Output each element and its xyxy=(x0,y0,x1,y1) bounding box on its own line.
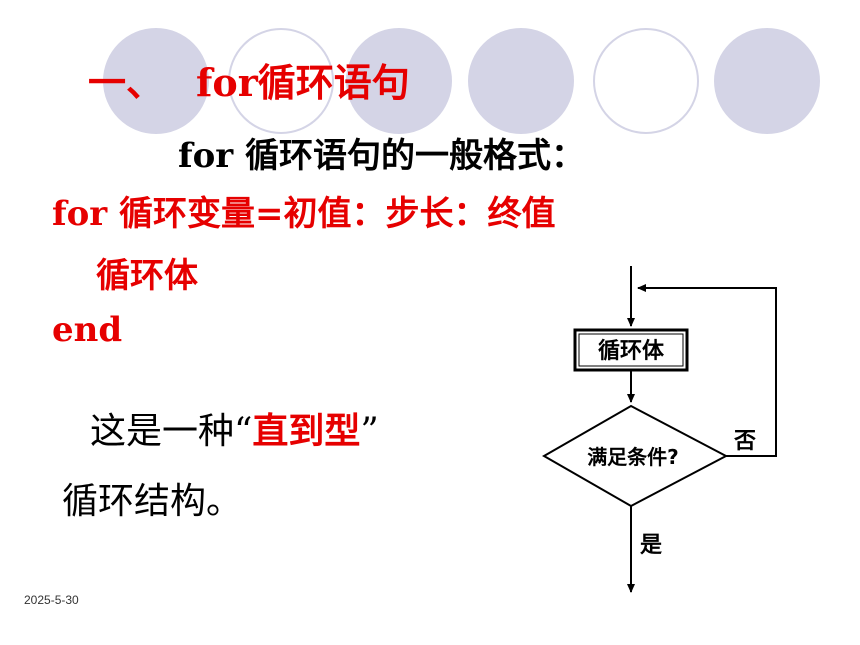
subtitle: for 循环语句的一般格式： xyxy=(178,136,586,176)
decor-circle-3 xyxy=(346,28,452,134)
heading-number: 一、 xyxy=(88,60,165,105)
flow-body-label: 循环体 xyxy=(598,338,665,364)
decor-circle-2 xyxy=(228,28,334,134)
description-line-1: 这是一种“直到型” xyxy=(90,402,379,454)
heading-title: for循环语句 xyxy=(196,60,410,105)
syntax-line-2: 循环体 xyxy=(96,256,198,296)
flowchart: 循环体 满足条件? 否 是 xyxy=(541,266,777,593)
decor-circle-6 xyxy=(714,28,820,134)
description-after: ” xyxy=(360,411,379,452)
description-before: 这是一种“ xyxy=(90,411,253,452)
description-highlight: 直到型 xyxy=(252,410,361,452)
decor-circle-1 xyxy=(103,28,209,134)
flow-no-loop-arrow xyxy=(637,284,777,457)
footer-date: 2025-5-30 xyxy=(24,593,79,607)
decor-circle-5 xyxy=(593,28,699,134)
description-line-2: 循环结构。 xyxy=(62,481,243,522)
decor-circle-4 xyxy=(468,28,574,134)
flow-no-label: 否 xyxy=(733,429,756,454)
flow-condition-label: 满足条件? xyxy=(587,445,679,469)
syntax-line-1: for 循环变量=初值：步长：终值 xyxy=(52,194,556,234)
syntax-line-3: end xyxy=(52,310,123,350)
flow-yes-label: 是 xyxy=(640,533,662,558)
